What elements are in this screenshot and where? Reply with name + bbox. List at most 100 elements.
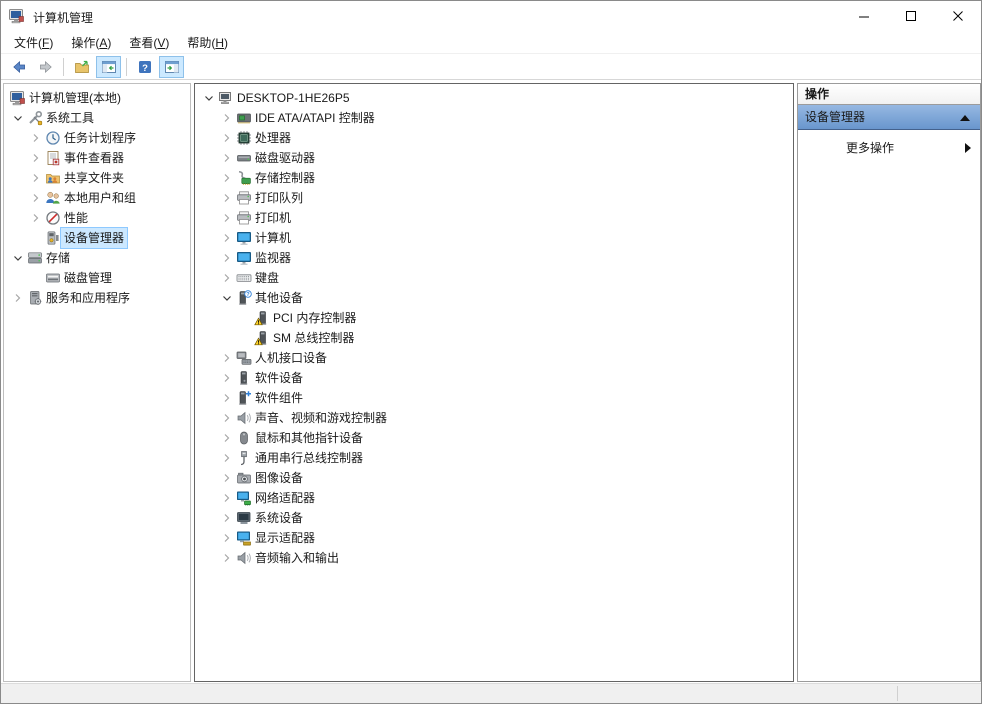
chevron-collapsed-icon[interactable] [219,270,235,286]
chevron-collapsed-icon[interactable] [219,250,235,266]
tree-row[interactable]: 系统工具 [4,108,190,128]
tree-item-label[interactable]: SM 总线控制器 [273,331,355,345]
action-pane-button[interactable] [159,56,184,78]
chevron-collapsed-icon[interactable] [219,190,235,206]
tree-row[interactable]: 鼠标和其他指针设备 [195,428,793,448]
tree-item-label[interactable]: 计算机 [255,231,292,245]
device-manager-section-header[interactable]: 设备管理器 [798,105,980,130]
chevron-collapsed-icon[interactable] [28,210,44,226]
chevron-collapsed-icon[interactable] [28,130,44,146]
tree-row[interactable]: 共享文件夹 [4,168,190,188]
tree-item-label[interactable]: IDE ATA/ATAPI 控制器 [255,111,375,125]
tree-row[interactable]: 处理器 [195,128,793,148]
tree-row[interactable]: 网络适配器 [195,488,793,508]
tree-row[interactable]: 性能 [4,208,190,228]
chevron-collapsed-icon[interactable] [219,150,235,166]
tree-row[interactable]: 计算机管理(本地) [4,88,190,108]
tree-row[interactable]: IDE ATA/ATAPI 控制器 [195,108,793,128]
chevron-collapsed-icon[interactable] [219,530,235,546]
chevron-collapsed-icon[interactable] [219,550,235,566]
tree-item-label[interactable]: 设备管理器 [59,227,129,249]
tree-item-label[interactable]: 声音、视频和游戏控制器 [255,411,388,425]
tree-row[interactable]: 图像设备 [195,468,793,488]
collapse-section-icon[interactable] [960,115,970,121]
tree-row[interactable]: ?其他设备 [195,288,793,308]
tree-row[interactable]: 系统设备 [195,508,793,528]
tree-item-label[interactable]: 通用串行总线控制器 [255,451,364,465]
menu-item-h[interactable]: 帮助(H) [187,35,229,50]
more-actions-item[interactable]: 更多操作 [798,137,980,159]
chevron-collapsed-icon[interactable] [219,410,235,426]
tree-row[interactable]: 键盘 [195,268,793,288]
chevron-collapsed-icon[interactable] [219,430,235,446]
tree-item-label[interactable]: 服务和应用程序 [46,291,131,305]
chevron-collapsed-icon[interactable] [219,470,235,486]
tree-item-label[interactable]: 共享文件夹 [64,171,125,185]
tree-item-label[interactable]: 事件查看器 [64,151,125,165]
menu-item-f[interactable]: 文件(F) [14,35,54,50]
tree-row[interactable]: 打印队列 [195,188,793,208]
tree-row[interactable]: 设备管理器 [4,227,190,249]
tree-row[interactable]: 任务计划程序 [4,128,190,148]
chevron-collapsed-icon[interactable] [219,370,235,386]
chevron-collapsed-icon[interactable] [28,170,44,186]
chevron-expanded-icon[interactable] [219,290,235,306]
chevron-collapsed-icon[interactable] [219,230,235,246]
tree-item-label[interactable]: 软件组件 [255,391,304,405]
tree-row[interactable]: 本地用户和组 [4,188,190,208]
tree-item-label[interactable]: 系统设备 [255,511,304,525]
tree-row[interactable]: 服务和应用程序 [4,288,190,308]
chevron-expanded-icon[interactable] [10,110,26,126]
tree-item-label[interactable]: DESKTOP-1HE26P5 [237,91,350,105]
chevron-collapsed-icon[interactable] [10,290,26,306]
tree-item-label[interactable]: 磁盘管理 [64,271,113,285]
tree-item-label[interactable]: 计算机管理(本地) [29,91,121,105]
chevron-collapsed-icon[interactable] [219,510,235,526]
chevron-collapsed-icon[interactable] [28,190,44,206]
tree-item-label[interactable]: 打印机 [255,211,292,225]
tree-row[interactable]: 软件设备 [195,368,793,388]
chevron-collapsed-icon[interactable] [28,150,44,166]
menu-item-v[interactable]: 查看(V) [129,35,170,50]
chevron-collapsed-icon[interactable] [219,130,235,146]
tree-item-label[interactable]: PCI 内存控制器 [273,311,357,325]
chevron-collapsed-icon[interactable] [219,170,235,186]
tree-item-label[interactable]: 键盘 [255,271,280,285]
tree-item-label[interactable]: 系统工具 [46,111,95,125]
tree-row[interactable]: 音频输入和输出 [195,548,793,568]
tree-item-label[interactable]: 打印队列 [255,191,304,205]
tree-row[interactable]: 显示适配器 [195,528,793,548]
tree-row[interactable]: 事件查看器 [4,148,190,168]
chevron-collapsed-icon[interactable] [219,490,235,506]
chevron-collapsed-icon[interactable] [219,350,235,366]
tree-row[interactable]: 监视器 [195,248,793,268]
tree-row[interactable]: 计算机 [195,228,793,248]
tree-item-label[interactable]: 音频输入和输出 [255,551,340,565]
back-button[interactable] [6,56,31,78]
tree-item-label[interactable]: 网络适配器 [255,491,316,505]
tree-item-label[interactable]: 存储控制器 [255,171,316,185]
close-button[interactable] [935,1,981,31]
tree-item-label[interactable]: 监视器 [255,251,292,265]
tree-item-label[interactable]: 鼠标和其他指针设备 [255,431,364,445]
menu-item-a[interactable]: 操作(A) [71,35,112,50]
chevron-collapsed-icon[interactable] [219,110,235,126]
tree-row[interactable]: 人机接口设备 [195,348,793,368]
tree-row[interactable]: 磁盘管理 [4,268,190,288]
tree-item-label[interactable]: 存储 [46,251,71,265]
tree-item-label[interactable]: 软件设备 [255,371,304,385]
tree-item-label[interactable]: 性能 [64,211,89,225]
tree-item-label[interactable]: 图像设备 [255,471,304,485]
tree-row[interactable]: 存储控制器 [195,168,793,188]
console-tree-button[interactable] [96,56,121,78]
chevron-collapsed-icon[interactable] [219,390,235,406]
export-button[interactable] [69,56,94,78]
chevron-collapsed-icon[interactable] [219,450,235,466]
tree-row[interactable]: DESKTOP-1HE26P5 [195,88,793,108]
tree-row[interactable]: 磁盘驱动器 [195,148,793,168]
minimize-button[interactable] [841,1,887,31]
tree-row[interactable]: 软件组件 [195,388,793,408]
chevron-expanded-icon[interactable] [10,250,26,266]
help-button[interactable]: ? [132,56,157,78]
tree-item-label[interactable]: 磁盘驱动器 [255,151,316,165]
